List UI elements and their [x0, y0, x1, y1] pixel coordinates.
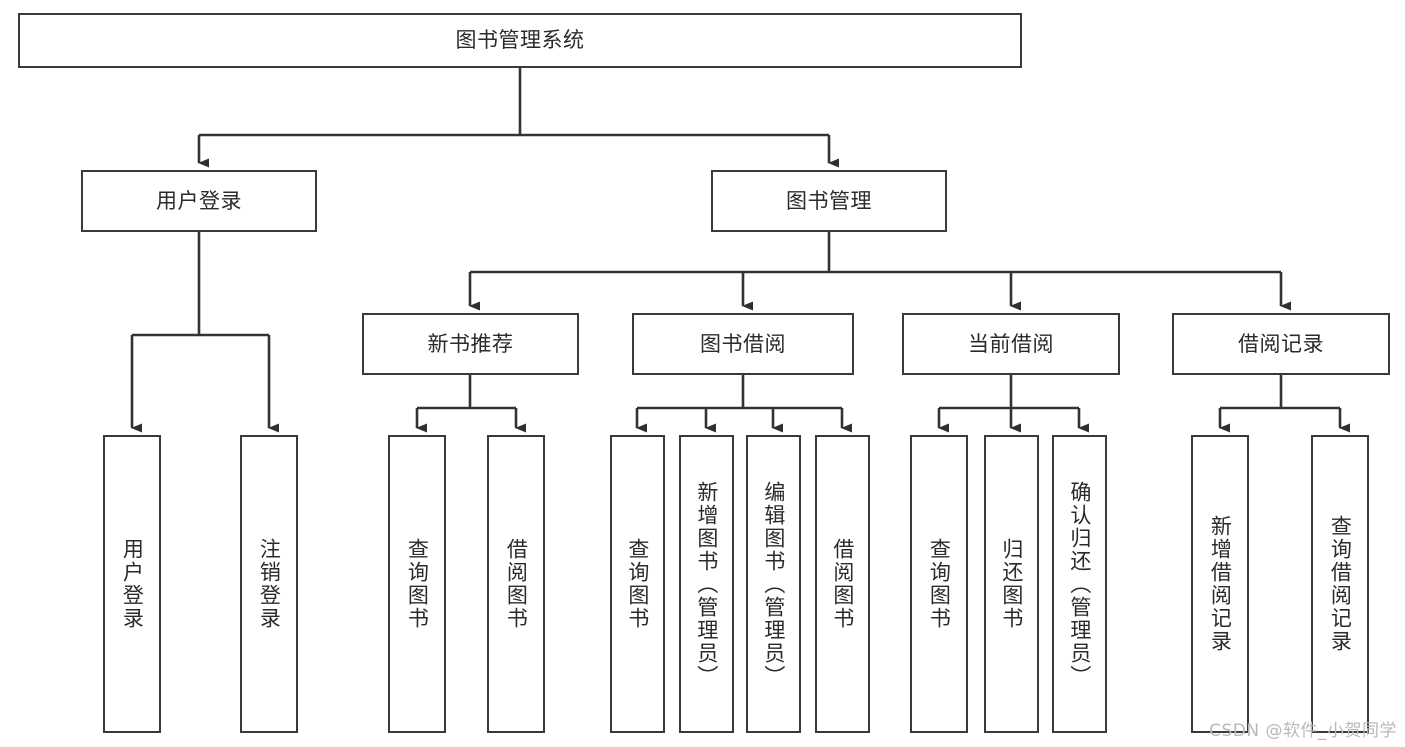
node-book-manage-label: 图书管理: [786, 188, 872, 213]
node-current-borrow-label: 当前借阅: [968, 331, 1054, 356]
node-user-login[interactable]: 用户登录: [81, 170, 317, 232]
node-leaf-borrow-book-1-label: 借阅图书: [504, 538, 529, 630]
node-leaf-borrow-book-2[interactable]: 借阅图书: [815, 435, 870, 733]
node-leaf-query-book-2-label: 查询图书: [625, 538, 650, 630]
node-book-borrow[interactable]: 图书借阅: [632, 313, 854, 375]
node-leaf-query-book-3[interactable]: 查询图书: [910, 435, 968, 733]
node-leaf-add-book[interactable]: 新增图书（管理员）: [679, 435, 734, 733]
node-book-manage[interactable]: 图书管理: [711, 170, 947, 232]
node-leaf-confirm-return-label: 确认归还（管理员）: [1067, 480, 1092, 688]
node-leaf-add-book-label: 新增图书（管理员）: [694, 480, 719, 688]
node-leaf-logout[interactable]: 注销登录: [240, 435, 298, 733]
node-leaf-edit-book[interactable]: 编辑图书（管理员）: [746, 435, 801, 733]
node-leaf-add-record-label: 新增借阅记录: [1208, 515, 1233, 653]
node-leaf-confirm-return[interactable]: 确认归还（管理员）: [1052, 435, 1107, 733]
csdn-watermark: CSDN @软件_小贺同学: [1209, 721, 1397, 741]
node-root-label: 图书管理系统: [455, 28, 585, 53]
node-borrow-record[interactable]: 借阅记录: [1172, 313, 1390, 375]
node-leaf-query-book-1[interactable]: 查询图书: [388, 435, 446, 733]
node-leaf-query-record-label: 查询借阅记录: [1328, 515, 1353, 653]
node-new-book-rec-label: 新书推荐: [427, 331, 514, 356]
node-leaf-edit-book-label: 编辑图书（管理员）: [761, 480, 786, 688]
node-leaf-add-record[interactable]: 新增借阅记录: [1191, 435, 1249, 733]
node-leaf-query-book-3-label: 查询图书: [927, 538, 952, 630]
node-book-borrow-label: 图书借阅: [700, 331, 786, 356]
node-leaf-borrow-book-1[interactable]: 借阅图书: [487, 435, 545, 733]
node-leaf-query-book-2[interactable]: 查询图书: [610, 435, 665, 733]
node-leaf-logout-label: 注销登录: [257, 538, 282, 630]
node-leaf-user-login[interactable]: 用户登录: [103, 435, 161, 733]
node-root[interactable]: 图书管理系统: [18, 13, 1022, 68]
node-leaf-return-book-label: 归还图书: [999, 538, 1024, 630]
node-leaf-query-book-1-label: 查询图书: [405, 538, 430, 630]
node-borrow-record-label: 借阅记录: [1238, 331, 1324, 356]
node-current-borrow[interactable]: 当前借阅: [902, 313, 1120, 375]
node-new-book-rec[interactable]: 新书推荐: [362, 313, 579, 375]
node-leaf-borrow-book-2-label: 借阅图书: [830, 538, 855, 630]
node-leaf-query-record[interactable]: 查询借阅记录: [1311, 435, 1369, 733]
node-leaf-return-book[interactable]: 归还图书: [984, 435, 1039, 733]
node-user-login-label: 用户登录: [156, 188, 242, 213]
node-leaf-user-login-label: 用户登录: [120, 538, 145, 630]
